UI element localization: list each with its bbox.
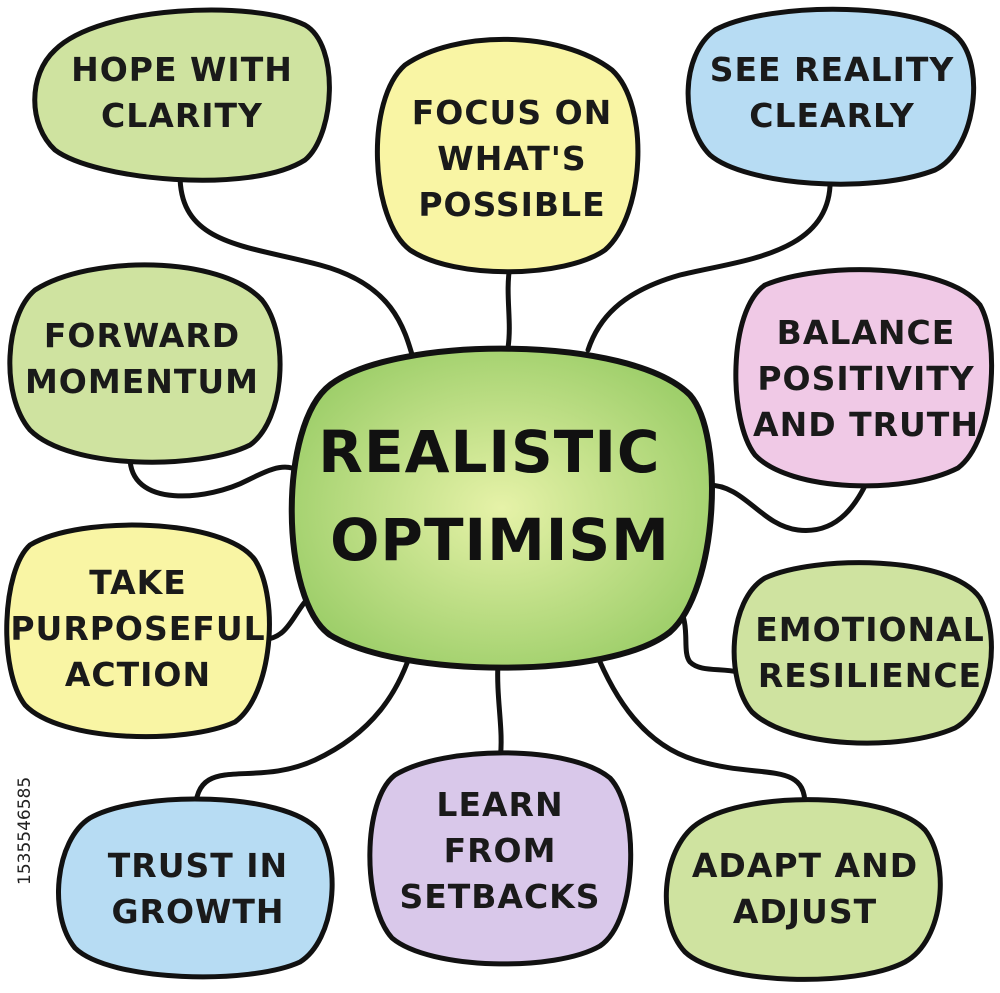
node-bubble xyxy=(367,750,634,967)
node-label-line: FROM xyxy=(444,831,557,870)
node-label: LEARN FROM SETBACKS xyxy=(399,785,600,916)
center-title: REALISTIC OPTIMISM xyxy=(318,418,681,574)
center-node: REALISTIC OPTIMISM xyxy=(288,345,715,671)
node-label-line: BALANCE xyxy=(777,313,956,352)
node-label-line: ADJUST xyxy=(733,892,877,931)
node-label-line: GROWTH xyxy=(111,892,284,931)
node-label: TRUST IN GROWTH xyxy=(108,846,288,931)
node-label-line: MOMENTUM xyxy=(25,362,259,401)
node-label-line: WHAT'S xyxy=(437,139,586,178)
node-bubble xyxy=(731,560,994,746)
node-bubble xyxy=(56,796,335,980)
node-hope-with-clarity: HOPE WITH CLARITY xyxy=(32,7,332,183)
node-label-line: LEARN xyxy=(436,785,563,824)
node-label-line: PURPOSEFUL xyxy=(10,609,265,648)
link-adapt-and-adjust xyxy=(592,647,808,808)
node-label: FORWARD MOMENTUM xyxy=(25,316,259,401)
node-label-line: CLARITY xyxy=(101,96,263,135)
node-label: SEE REALITY CLEARLY xyxy=(710,50,955,135)
node-bubble xyxy=(663,797,943,982)
node-label: FOCUS ON WHAT'S POSSIBLE xyxy=(412,93,613,224)
node-label: HOPE WITH CLARITY xyxy=(71,50,293,135)
node-label-line: FOCUS ON xyxy=(412,93,613,132)
center-bubble xyxy=(288,345,715,671)
node-label-line: AND TRUTH xyxy=(753,405,979,444)
node-label-line: ACTION xyxy=(65,655,211,694)
node-label-line: SETBACKS xyxy=(399,877,600,916)
node-label-line: HOPE WITH xyxy=(71,50,293,89)
node-label-line: POSITIVITY xyxy=(757,359,974,398)
node-bubble xyxy=(374,36,641,275)
node-take-purposeful-action: TAKE PURPOSEFUL ACTION xyxy=(4,522,272,740)
node-bubble xyxy=(32,7,332,183)
node-label: TAKE PURPOSEFUL ACTION xyxy=(10,563,265,694)
node-forward-momentum: FORWARD MOMENTUM xyxy=(7,262,283,465)
node-adapt-and-adjust: ADAPT AND ADJUST xyxy=(663,797,943,982)
node-bubble xyxy=(685,6,977,187)
node-bubble xyxy=(7,262,283,465)
node-label-line: ADAPT AND xyxy=(692,846,918,885)
stock-id-text: 1535546585 xyxy=(15,777,35,885)
node-label: BALANCE POSITIVITY AND TRUTH xyxy=(753,313,979,444)
node-label-line: SEE REALITY xyxy=(710,50,955,89)
node-label-line: RESILIENCE xyxy=(758,656,982,695)
link-see-reality-clearly xyxy=(585,172,833,353)
node-label-line: EMOTIONAL xyxy=(755,610,984,649)
node-bubble xyxy=(733,267,995,489)
center-title-line-1: REALISTIC xyxy=(318,418,660,486)
link-forward-momentum xyxy=(127,452,295,499)
node-focus-on-whats-possible: FOCUS ON WHAT'S POSSIBLE xyxy=(374,36,641,275)
node-label-line: CLEARLY xyxy=(749,96,915,135)
node-label: ADAPT AND ADJUST xyxy=(692,846,918,931)
link-learn-from-setbacks xyxy=(495,659,504,763)
node-label: EMOTIONAL RESILIENCE xyxy=(755,610,984,695)
node-label-line: FORWARD xyxy=(44,316,240,355)
link-focus-on-whats-possible xyxy=(505,262,513,351)
node-trust-in-growth: TRUST IN GROWTH xyxy=(56,796,335,980)
link-hope-with-clarity xyxy=(177,172,418,368)
link-trust-in-growth xyxy=(192,652,413,818)
node-learn-from-setbacks: LEARN FROM SETBACKS xyxy=(367,750,634,967)
node-see-reality-clearly: SEE REALITY CLEARLY xyxy=(685,6,977,187)
link-balance-positivity-and-truth xyxy=(705,477,871,533)
node-label-line: TRUST IN xyxy=(108,846,288,885)
node-emotional-resilience: EMOTIONAL RESILIENCE xyxy=(731,560,994,746)
center-title-line-2: OPTIMISM xyxy=(330,506,670,574)
node-balance-positivity-and-truth: BALANCE POSITIVITY AND TRUTH xyxy=(733,267,995,489)
node-label-line: TAKE xyxy=(89,563,187,602)
node-label-line: POSSIBLE xyxy=(418,185,605,224)
node-bubble xyxy=(4,522,272,740)
